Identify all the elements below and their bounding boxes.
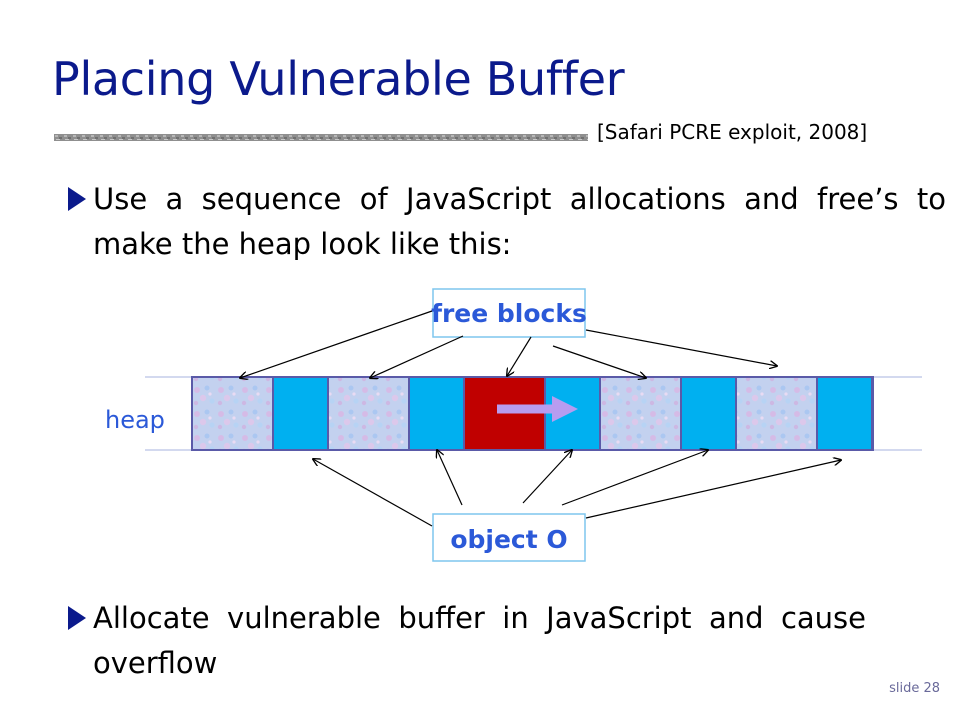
title-underline bbox=[54, 134, 588, 141]
bullet-text: Allocate vulnerable buffer in JavaScript… bbox=[93, 601, 866, 680]
bullet-item: Allocate vulnerable buffer in JavaScript… bbox=[66, 596, 866, 686]
object-pointer-arrow bbox=[585, 460, 841, 519]
heap-free-block bbox=[735, 376, 818, 451]
heap-free-block bbox=[327, 376, 410, 451]
heap-object-block bbox=[272, 376, 329, 451]
free-block-pointer-arrow bbox=[240, 310, 433, 378]
bullet-text: Use a sequence of JavaScript allocations… bbox=[93, 182, 946, 261]
bullet-item: Use a sequence of JavaScript allocations… bbox=[66, 177, 946, 267]
overflow-arrow-icon bbox=[497, 396, 578, 422]
bullet-icon bbox=[68, 606, 86, 630]
object-label-box bbox=[432, 513, 586, 562]
free-block-pointer-arrow bbox=[507, 336, 532, 376]
slide-number: slide 28 bbox=[889, 681, 940, 696]
heap-outline bbox=[191, 376, 874, 451]
bullet-icon bbox=[68, 187, 86, 211]
object-label: object O bbox=[450, 525, 567, 554]
heap-label: heap bbox=[105, 406, 165, 434]
heap-object-block bbox=[408, 376, 465, 451]
heap-object-block bbox=[680, 376, 737, 451]
object-pointer-arrow bbox=[313, 459, 433, 527]
heap-cells bbox=[191, 376, 873, 451]
object-pointer-arrow bbox=[561, 450, 708, 506]
free-block-pointer-arrow bbox=[585, 329, 777, 366]
object-pointer-arrow bbox=[522, 450, 572, 504]
free-blocks-label: free blocks bbox=[431, 299, 587, 328]
heap-object-block bbox=[816, 376, 873, 451]
heap-free-block bbox=[599, 376, 682, 451]
heap-free-block bbox=[191, 376, 274, 451]
free-block-pointer-arrow bbox=[552, 345, 646, 378]
citation: [Safari PCRE exploit, 2008] bbox=[597, 120, 868, 144]
free-block-pointer-arrow bbox=[370, 335, 464, 378]
free-blocks-label-box bbox=[432, 288, 586, 338]
page-title: Placing Vulnerable Buffer bbox=[52, 52, 625, 106]
object-pointer-arrow bbox=[437, 450, 463, 506]
